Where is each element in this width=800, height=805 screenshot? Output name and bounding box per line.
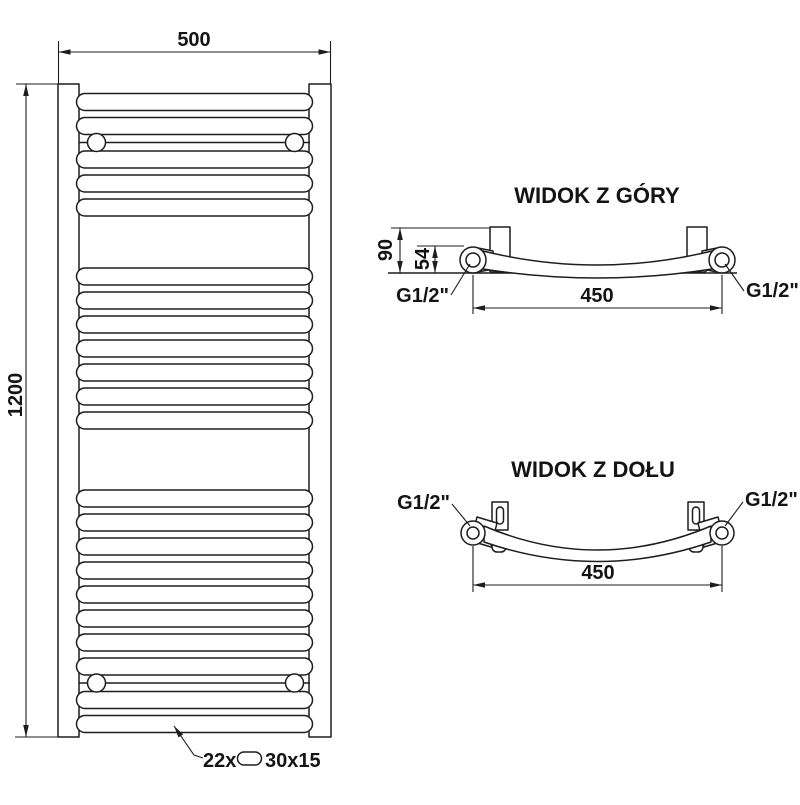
note-leader-line bbox=[173, 725, 204, 759]
rung bbox=[75, 116, 314, 136]
rung bbox=[75, 387, 314, 406]
front-view: 500 1200 22x 30x15 bbox=[5, 29, 332, 772]
top-view-left-fitting-bore bbox=[465, 252, 481, 268]
rung bbox=[75, 489, 314, 508]
rung bbox=[75, 537, 314, 556]
upper-right-bracket-circle bbox=[284, 132, 305, 153]
bottom-view-right-bracket-slot bbox=[691, 506, 701, 525]
height-dimension: 1200 bbox=[5, 83, 58, 738]
rung bbox=[75, 315, 314, 334]
bottom-view-span-dimension: 450 bbox=[472, 546, 723, 592]
rung bbox=[75, 561, 314, 580]
depth-90-label: 90 bbox=[375, 239, 397, 261]
bottom-view-left-connection: G1/2" bbox=[397, 492, 471, 527]
rung bbox=[75, 714, 314, 734]
height-dimension-label: 1200 bbox=[5, 373, 27, 418]
top-view-span-label: 450 bbox=[580, 285, 613, 307]
rung bbox=[75, 513, 314, 532]
bottom-view-right-connection-label: G1/2" bbox=[745, 489, 798, 511]
rung bbox=[75, 363, 314, 382]
top-view-right-connection-label: G1/2" bbox=[746, 280, 799, 302]
rung bbox=[75, 92, 314, 112]
rung bbox=[75, 150, 314, 169]
bottom-view: WIDOK Z DOŁU 450 G1/2" bbox=[397, 457, 798, 592]
lower-bracket-row bbox=[79, 673, 310, 693]
bottom-view-title: WIDOK Z DOŁU bbox=[511, 457, 675, 482]
top-view: WIDOK Z GÓRY 90 54 bbox=[375, 183, 799, 314]
leader-line bbox=[450, 263, 471, 296]
rung bbox=[75, 411, 314, 430]
bottom-view-left-fitting-bore bbox=[466, 526, 480, 540]
leader-line bbox=[724, 263, 745, 292]
top-view-curved-tube bbox=[482, 250, 713, 279]
bottom-view-right-connection: G1/2" bbox=[724, 489, 798, 527]
right-collector-tube bbox=[308, 83, 332, 738]
top-view-title: WIDOK Z GÓRY bbox=[514, 183, 680, 208]
rung bbox=[75, 267, 314, 286]
upper-bracket-row bbox=[79, 132, 310, 153]
bottom-view-left-bracket-slot bbox=[495, 506, 505, 525]
width-dimension-label: 500 bbox=[177, 29, 210, 51]
rung bbox=[75, 609, 314, 628]
bottom-view-curved-tube bbox=[483, 525, 712, 563]
lower-left-bracket-circle bbox=[86, 673, 107, 693]
upper-left-bracket-circle bbox=[86, 132, 107, 153]
width-dimension: 500 bbox=[57, 29, 332, 84]
leader-line bbox=[451, 503, 471, 527]
leader-line bbox=[724, 501, 744, 527]
rung-list bbox=[75, 92, 314, 734]
rung bbox=[75, 657, 314, 676]
lower-right-bracket-circle bbox=[284, 673, 305, 693]
rung bbox=[75, 633, 314, 652]
top-view-left-connection-label: G1/2" bbox=[396, 285, 449, 307]
tube-profile-note: 22x 30x15 bbox=[173, 725, 321, 772]
depth-dimension-90: 90 bbox=[375, 227, 491, 273]
top-view-span-dimension: 450 bbox=[472, 275, 723, 314]
left-collector-tube bbox=[57, 83, 80, 738]
tube-count-label: 22x bbox=[203, 750, 236, 772]
tube-size-label: 30x15 bbox=[265, 750, 321, 772]
rung bbox=[75, 339, 314, 358]
oval-tube-profile-icon bbox=[236, 751, 263, 766]
top-view-right-fitting-bore bbox=[714, 252, 730, 268]
depth-54-label: 54 bbox=[412, 247, 434, 270]
rung bbox=[75, 198, 314, 217]
bottom-view-span-label: 450 bbox=[581, 562, 614, 584]
top-view-right-connection: G1/2" bbox=[724, 263, 799, 302]
top-view-left-connection: G1/2" bbox=[396, 263, 471, 307]
rung bbox=[75, 585, 314, 604]
bottom-view-left-connection-label: G1/2" bbox=[397, 492, 450, 514]
rung bbox=[75, 174, 314, 193]
rung bbox=[75, 690, 314, 710]
depth-dimension-54: 54 bbox=[412, 245, 464, 273]
bottom-view-right-fitting-bore bbox=[715, 526, 729, 540]
rung bbox=[75, 291, 314, 310]
